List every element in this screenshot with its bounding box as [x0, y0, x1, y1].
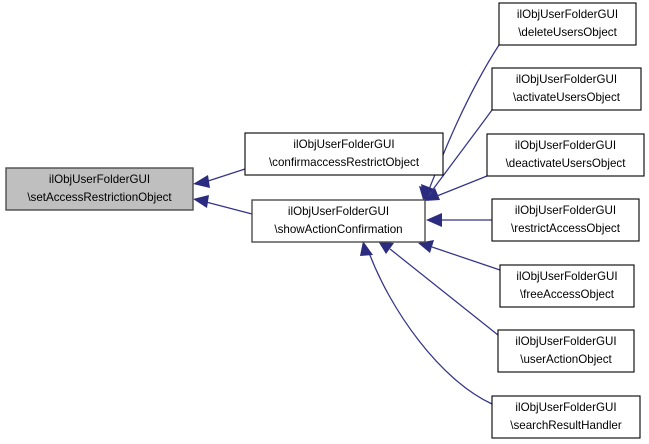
node-rect[interactable] — [498, 2, 637, 46]
edge-line — [367, 249, 493, 405]
edge-showaction-to-setaccess — [193, 195, 253, 215]
node-searchResultHandler[interactable]: ilObjUserFolderGUI \searchResultHandler — [491, 395, 641, 439]
node-label-line1: ilObjUserFolderGUI — [515, 204, 616, 217]
node-label-line1: ilObjUserFolderGUI — [293, 138, 394, 151]
node-rect[interactable] — [486, 133, 645, 177]
node-rect[interactable] — [491, 198, 640, 242]
node-label-line2: \restrictAccessObject — [511, 222, 621, 235]
node-label-line2: \deleteUsersObject — [518, 26, 617, 39]
node-label-line2: \showActionConfirmation — [274, 223, 402, 236]
node-label-line2: \confirmaccessRestrictObject — [269, 156, 420, 169]
arrowhead-icon — [193, 195, 209, 208]
node-rect[interactable] — [499, 264, 635, 308]
node-label-line2: \activateUsersObject — [513, 91, 621, 104]
node-deactivateUsersObject[interactable]: ilObjUserFolderGUI \deactivateUsersObjec… — [486, 133, 645, 177]
arrowhead-icon — [421, 184, 434, 201]
node-setAccessRestrictionObject[interactable]: ilObjUserFolderGUI \setAccessRestriction… — [5, 167, 194, 211]
node-restrictAccessObject[interactable]: ilObjUserFolderGUI \restrictAccessObject — [491, 198, 640, 242]
arrowhead-icon — [193, 175, 210, 188]
node-rect[interactable] — [491, 67, 642, 111]
node-userActionObject[interactable]: ilObjUserFolderGUI \userActionObject — [497, 329, 635, 373]
edge-line — [431, 246, 501, 271]
arrowhead-icon — [360, 241, 373, 256]
edge-searchresult-to-showaction — [360, 241, 493, 405]
node-label-line2: \searchResultHandler — [510, 419, 622, 432]
edge-activateusers-to-showaction — [421, 109, 493, 201]
edge-line — [427, 44, 500, 193]
node-label-line1: ilObjUserFolderGUI — [288, 205, 389, 218]
edge-line — [389, 248, 499, 336]
node-label-line2: \setAccessRestrictionObject — [27, 191, 172, 204]
node-label-line1: ilObjUserFolderGUI — [516, 270, 617, 283]
edge-freeaccess-to-showaction — [418, 240, 501, 271]
arrowhead-icon — [424, 188, 440, 201]
edge-confirmaccess-to-setaccess — [193, 168, 246, 188]
node-showActionConfirmation[interactable]: ilObjUserFolderGUI \showActionConfirmati… — [251, 199, 426, 243]
node-label-line2: \deactivateUsersObject — [506, 157, 627, 170]
edge-deleteusers-to-showaction — [419, 44, 500, 203]
edge-restrictaccess-to-showaction — [426, 213, 492, 227]
node-label-line1: ilObjUserFolderGUI — [516, 73, 617, 86]
arrowhead-icon — [426, 213, 442, 227]
node-rect[interactable] — [5, 167, 194, 211]
edge-line — [204, 168, 246, 183]
node-label-line2: \userActionObject — [520, 353, 612, 366]
arrowhead-icon — [378, 241, 394, 254]
node-confirmaccessRestrictObject[interactable]: ilObjUserFolderGUI \confirmaccessRestric… — [244, 132, 444, 176]
node-label-line1: ilObjUserFolderGUI — [515, 401, 616, 414]
node-label-line1: ilObjUserFolderGUI — [49, 173, 150, 186]
edge-line — [430, 109, 493, 193]
edge-line — [436, 175, 488, 197]
node-rect[interactable] — [251, 199, 426, 243]
node-deleteUsersObject[interactable]: ilObjUserFolderGUI \deleteUsersObject — [498, 2, 637, 46]
arrowhead-icon — [418, 240, 434, 253]
node-label-line2: \freeAccessObject — [520, 288, 615, 301]
edge-layer — [193, 44, 501, 405]
edge-deactivateusers-to-showaction — [424, 175, 488, 201]
node-rect[interactable] — [491, 395, 641, 439]
node-rect[interactable] — [497, 329, 635, 373]
node-label-line1: ilObjUserFolderGUI — [517, 8, 618, 21]
node-label-line1: ilObjUserFolderGUI — [515, 335, 616, 348]
node-activateUsersObject[interactable]: ilObjUserFolderGUI \activateUsersObject — [491, 67, 642, 111]
node-rect[interactable] — [244, 132, 444, 176]
node-freeAccessObject[interactable]: ilObjUserFolderGUI \freeAccessObject — [499, 264, 635, 308]
edge-line — [205, 201, 253, 215]
edge-useraction-to-showaction — [378, 241, 499, 336]
node-label-line1: ilObjUserFolderGUI — [515, 139, 616, 152]
node-layer: ilObjUserFolderGUI \setAccessRestriction… — [5, 2, 645, 439]
